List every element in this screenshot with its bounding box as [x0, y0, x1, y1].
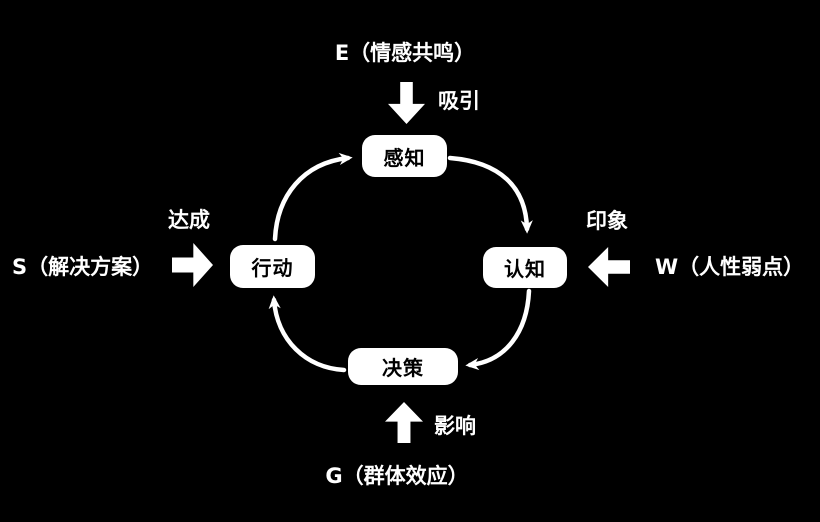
arrow-label-attract: 吸引: [438, 89, 480, 113]
arrow-label-achieve: 达成: [168, 208, 210, 232]
node-cognize: 认知: [483, 247, 567, 288]
cycle-arrow-cognize-to-decide: [465, 288, 532, 371]
factor-left-title: S（解决方案）: [12, 255, 154, 279]
cycle-arrow-perceive-to-cognize: [447, 155, 533, 234]
cycle-arrow-act-to-perceive: [272, 152, 353, 242]
node-decide: 决策: [348, 348, 458, 385]
node-perceive: 感知: [362, 135, 447, 177]
factor-right-title: W（人性弱点）: [655, 255, 805, 279]
cycle-arrow-decide-to-act: [268, 295, 347, 373]
arrow-label-impress: 印象: [586, 209, 628, 233]
node-act: 行动: [230, 245, 315, 288]
factor-top-title: E（情感共鸣）: [334, 41, 476, 65]
factor-bottom-title: G（群体效应）: [325, 464, 469, 488]
arrow-label-influence: 影响: [434, 414, 476, 438]
